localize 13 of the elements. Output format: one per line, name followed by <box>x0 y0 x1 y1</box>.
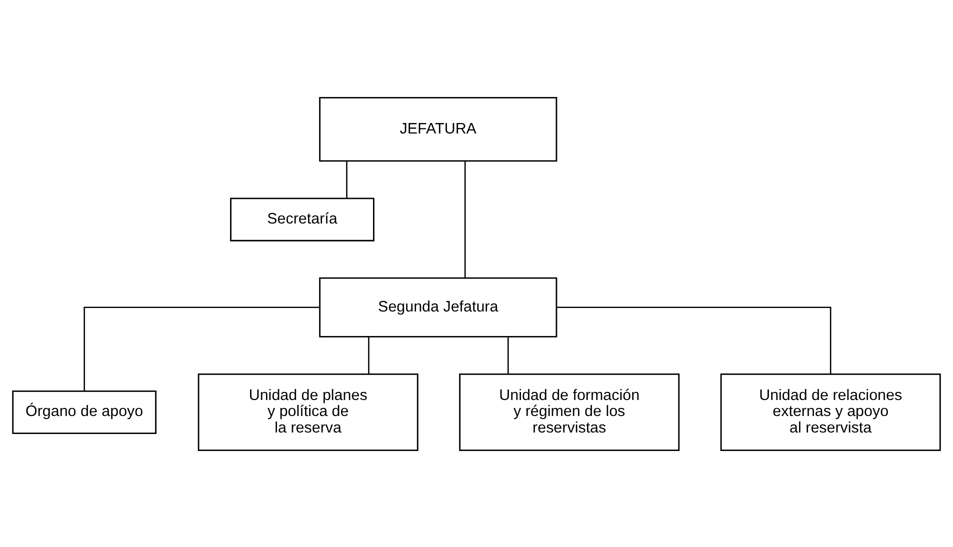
node-box: Unidad de relaciones externas y apoyo al reservista <box>720 372 941 451</box>
node-box: Órgano de apoyo <box>12 390 156 434</box>
node-box: JEFATURA <box>319 96 558 162</box>
connector <box>84 306 320 391</box>
node-box: Unidad de planes y política de la reserva <box>198 372 418 451</box>
node-box: Unidad de formación y régimen de los reservistas <box>459 372 680 451</box>
connector <box>556 306 832 374</box>
connector <box>346 160 348 198</box>
node-box: Segunda Jefatura <box>319 276 558 337</box>
connector <box>507 336 509 374</box>
connector <box>464 160 466 278</box>
connector <box>368 336 370 374</box>
node-box: Secretaría <box>230 197 374 241</box>
